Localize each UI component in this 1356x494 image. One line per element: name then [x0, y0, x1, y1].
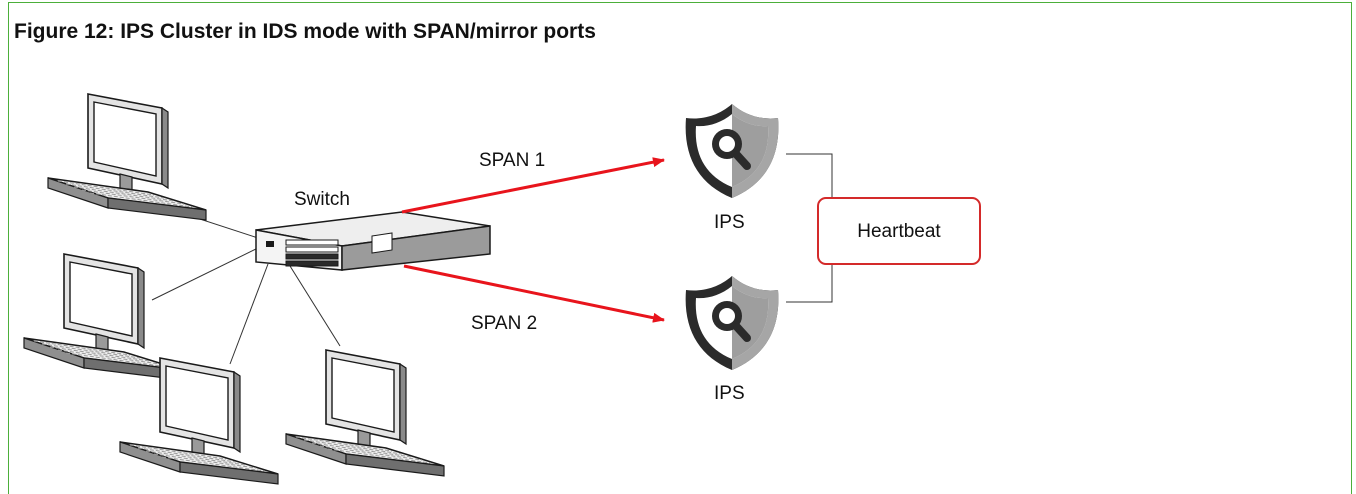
heartbeat-label: Heartbeat [857, 221, 941, 242]
desktop-computer-icon [47, 93, 207, 221]
span2-arrow [403, 264, 665, 323]
desktop-computer-icon [285, 349, 445, 477]
switch-label: Switch [294, 189, 350, 210]
ips-top-label: IPS [714, 212, 745, 233]
span2-label: SPAN 2 [471, 313, 537, 334]
network-switch-icon [255, 211, 491, 271]
ips-bottom-label: IPS [714, 383, 745, 404]
link-workstation-2 [151, 247, 259, 301]
heartbeat-box [817, 197, 981, 265]
figure-title: Figure 12: IPS Cluster in IDS mode with … [14, 20, 596, 43]
desktop-computer-icon [23, 253, 183, 381]
workstation-links [151, 205, 341, 365]
link-workstation-3 [229, 263, 269, 365]
span1-arrow [401, 157, 665, 214]
link-workstation-4 [289, 265, 341, 347]
shield-magnifier-icon [686, 276, 779, 370]
figure-frame [8, 2, 1352, 494]
shield-magnifier-icon [686, 104, 779, 198]
desktop-computer-icon [119, 357, 279, 485]
span1-label: SPAN 1 [479, 150, 545, 171]
